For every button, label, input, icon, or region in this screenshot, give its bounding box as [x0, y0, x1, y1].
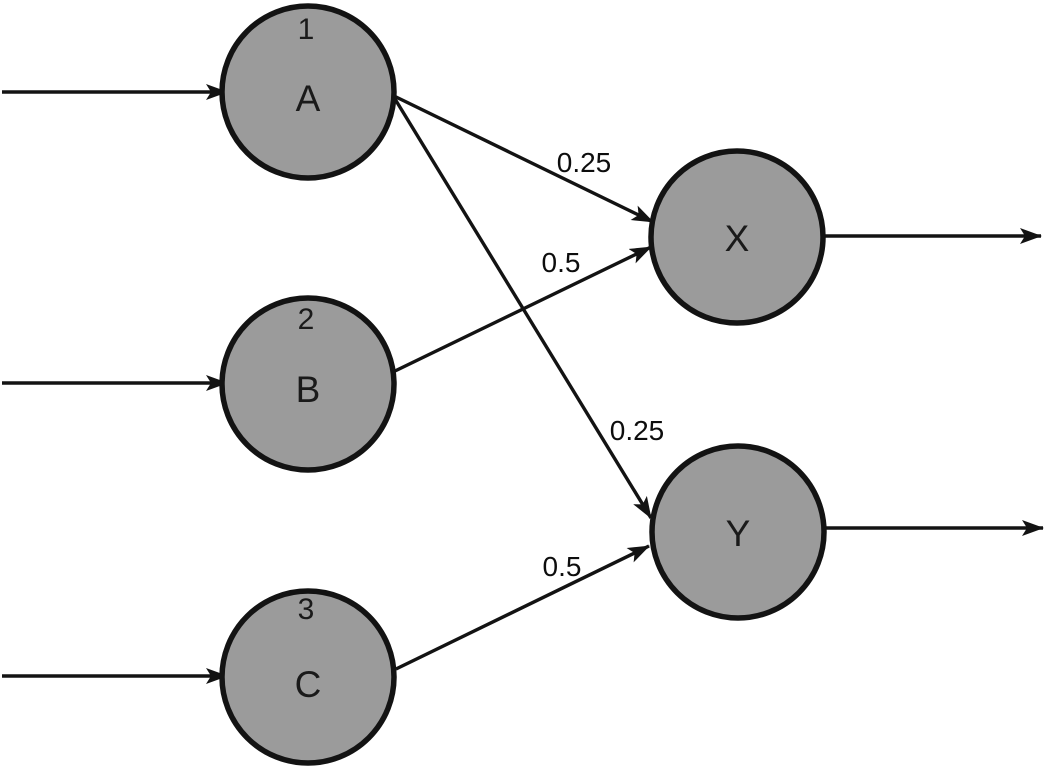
node-circle-C [219, 588, 397, 766]
node-number-C: 3 [298, 593, 315, 626]
node-label-C: C [295, 664, 322, 705]
edge-C-Y [395, 544, 650, 671]
edge-weight-A-Y: 0.25 [610, 415, 665, 446]
node-number-B: 2 [298, 303, 315, 336]
node-number-A: 1 [298, 13, 315, 46]
edge-weight-B-X: 0.5 [542, 247, 581, 278]
edge-weight-A-X: 0.25 [557, 147, 612, 178]
node-circle-X [648, 148, 826, 326]
node-label-X: X [725, 218, 750, 259]
node-label-A: A [296, 78, 321, 119]
edge-weight-C-Y: 0.5 [543, 551, 582, 582]
node-circle-Y [649, 443, 827, 621]
node-label-Y: Y [726, 513, 751, 554]
edge-A-X [393, 94, 654, 224]
node-label-B: B [296, 369, 321, 410]
node-X: X [648, 148, 826, 326]
node-circle-A [219, 3, 397, 181]
node-Y: Y [649, 443, 827, 621]
edge-A-Y [393, 98, 653, 519]
node-circle-B [219, 295, 397, 473]
node-A: 1A [219, 3, 397, 181]
node-C: 3C [219, 588, 397, 766]
node-B: 2B [219, 295, 397, 473]
